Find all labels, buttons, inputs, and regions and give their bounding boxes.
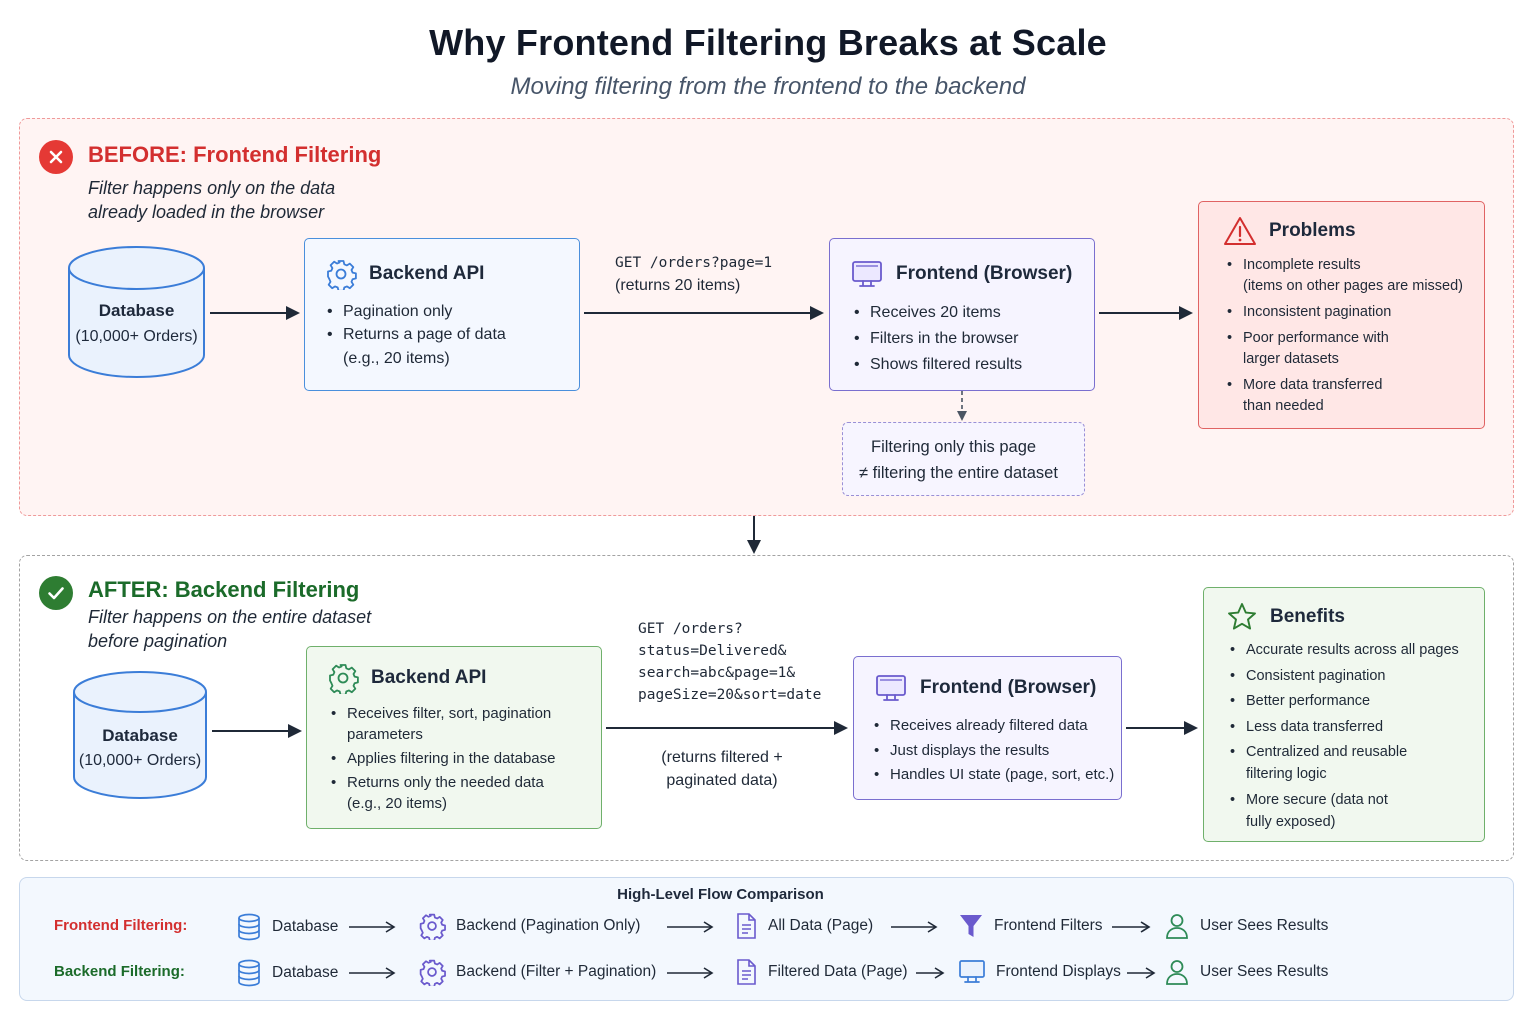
arrow-right-icon [606,721,848,735]
flow-title: High-Level Flow Comparison [617,886,824,903]
flow-step: Frontend Displays [958,958,1121,986]
problems-title: Problems [1269,220,1356,241]
benefits-title: Benefits [1270,606,1345,627]
flow-step: Database [236,913,338,941]
document-icon [737,913,756,939]
after-title: AFTER: Backend Filtering [88,577,360,602]
flow-step: Filtered Data (Page) [734,958,908,986]
list-item: Inconsistent pagination [1227,302,1463,323]
before-description: Filter happens only on the data already … [88,178,336,222]
gear-icon [327,260,357,290]
flow-step: Backend (Pagination Only) [418,912,640,940]
flow-backend-label: Backend Filtering: [54,963,185,980]
backend-title: Backend API [369,263,485,284]
gear-icon [419,913,446,940]
gear-icon [329,664,359,694]
before-frontend-box: Frontend (Browser) Receives 20 items Fil… [829,238,1095,391]
before-request-url: GET /orders?page=1 [615,255,773,271]
list-item: Consistent pagination [1230,665,1459,687]
arrow-down-icon [747,516,761,554]
arrow-right-icon [667,921,714,933]
problems-list: Incomplete results(items on other pages … [1227,255,1463,417]
gear-icon [419,959,446,986]
after-database: Database (10,000+ Orders) [72,670,208,801]
flow-frontend-label: Frontend Filtering: [54,917,188,934]
monitor-icon [876,675,906,701]
list-item: Less data transferred [1230,716,1459,738]
flow-step: User Sees Results [1164,958,1328,986]
monitor-icon [959,960,985,983]
list-item: Better performance [1230,690,1459,712]
flow-step: Backend (Filter + Pagination) [418,958,656,986]
after-request-response: (returns filtered + paginated data) [661,749,783,789]
benefits-list: Accurate results across all pages Consis… [1230,639,1459,833]
arrow-right-icon [1112,921,1151,933]
frontend-title: Frontend (Browser) [896,263,1073,284]
flow-step: All Data (Page) [734,912,873,940]
frontend-title: Frontend (Browser) [920,677,1097,698]
before-title: BEFORE: Frontend Filtering [88,142,382,167]
page-subtitle: Moving filtering from the frontend to th… [510,73,1026,100]
arrow-right-icon [210,306,300,320]
warning-icon [1224,217,1256,245]
arrow-right-icon [667,967,714,979]
frontend-bullets: Receives already filtered data Just disp… [874,714,1114,788]
funnel-icon [960,915,982,937]
arrow-right-icon [1126,721,1198,735]
problems-box: Problems Incomplete results(items on oth… [1198,201,1485,429]
arrow-down-icon [957,391,967,421]
x-icon [39,140,73,174]
list-item: Applies filtering in the database [331,748,555,769]
before-backend-box: Backend API Pagination only Returns a pa… [304,238,580,391]
after-description: Filter happens on the entire dataset bef… [88,607,372,651]
after-backend-box: Backend API Receives filter, sort, pagin… [306,646,602,829]
backend-title: Backend API [371,667,487,688]
flow-step: Database [236,959,338,987]
user-icon [1166,914,1188,939]
backend-bullets: Pagination only Returns a page of data [327,300,506,346]
after-request-url: GET /orders? status=Delivered& search=ab… [638,621,822,703]
database-title: Database [102,726,178,745]
database-title: Database [98,301,175,320]
page-title: Why Frontend Filtering Breaks at Scale [429,22,1107,63]
list-item: Receives filter, sort, paginationparamet… [331,703,555,745]
flow-step: User Sees Results [1164,912,1328,940]
list-item: Accurate results across all pages [1230,639,1459,661]
frontend-bullets: Receives 20 items Filters in the browser… [854,300,1022,378]
before-note-box: Filtering only this page ≠ filtering the… [842,422,1085,496]
arrow-right-icon [584,306,824,320]
arrow-right-icon [1127,967,1156,979]
arrow-right-icon [1099,306,1193,320]
benefits-box: Benefits Accurate results across all pag… [1203,587,1485,842]
after-frontend-box: Frontend (Browser) Receives already filt… [853,656,1122,800]
user-icon [1166,960,1188,985]
monitor-icon [852,261,882,287]
database-icon [68,246,205,378]
before-database: Database (10,000+ Orders) [67,245,206,380]
arrow-right-icon [916,967,945,979]
check-icon [39,576,73,610]
database-subtitle: (10,000+ Orders) [78,752,202,769]
database-icon [73,671,207,799]
flow-step: Frontend Filters [958,912,1103,940]
database-icon [238,959,260,987]
list-item: Returns only the needed data(e.g., 20 it… [331,772,555,814]
document-icon [737,959,756,985]
before-request-response: (returns 20 items) [615,277,741,294]
arrow-right-icon [349,921,396,933]
arrow-right-icon [349,967,396,979]
arrow-right-icon [212,724,302,738]
star-icon [1228,603,1256,630]
database-subtitle: (10,000+ Orders) [75,328,198,345]
backend-bullets: Receives filter, sort, paginationparamet… [331,703,555,814]
list-item: Incomplete results(items on other pages … [1227,255,1463,297]
database-icon [238,913,260,941]
flow-comparison-panel [19,877,1514,1001]
arrow-right-icon [891,921,938,933]
